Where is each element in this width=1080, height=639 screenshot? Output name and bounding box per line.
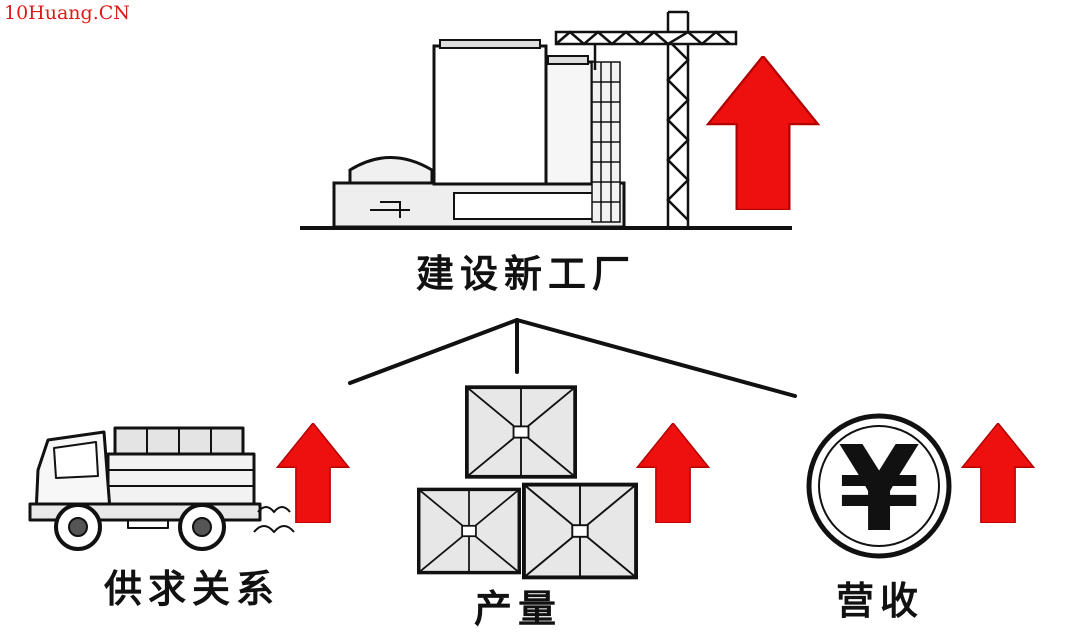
yuan-symbol: ¥ <box>838 420 920 558</box>
label-build-new-factory: 建设新工厂 <box>416 252 637 296</box>
factory-up-arrow-icon <box>706 56 820 210</box>
label-revenue: 营收 <box>836 579 925 623</box>
tree-connector <box>348 318 797 398</box>
label-supply-demand: 供求关系 <box>104 567 281 611</box>
truck-icon <box>28 426 295 551</box>
output-up-arrow-icon <box>636 423 710 523</box>
supply-up-arrow-icon <box>276 423 350 523</box>
factory-with-crane-icon <box>300 10 792 230</box>
yuan-coin-icon: ¥ <box>806 413 952 559</box>
revenue-up-arrow-icon <box>961 423 1035 523</box>
label-output: 产量 <box>474 587 563 631</box>
watermark: 10Huang.CN <box>4 2 130 24</box>
stacked-boxes-icon <box>417 385 638 580</box>
